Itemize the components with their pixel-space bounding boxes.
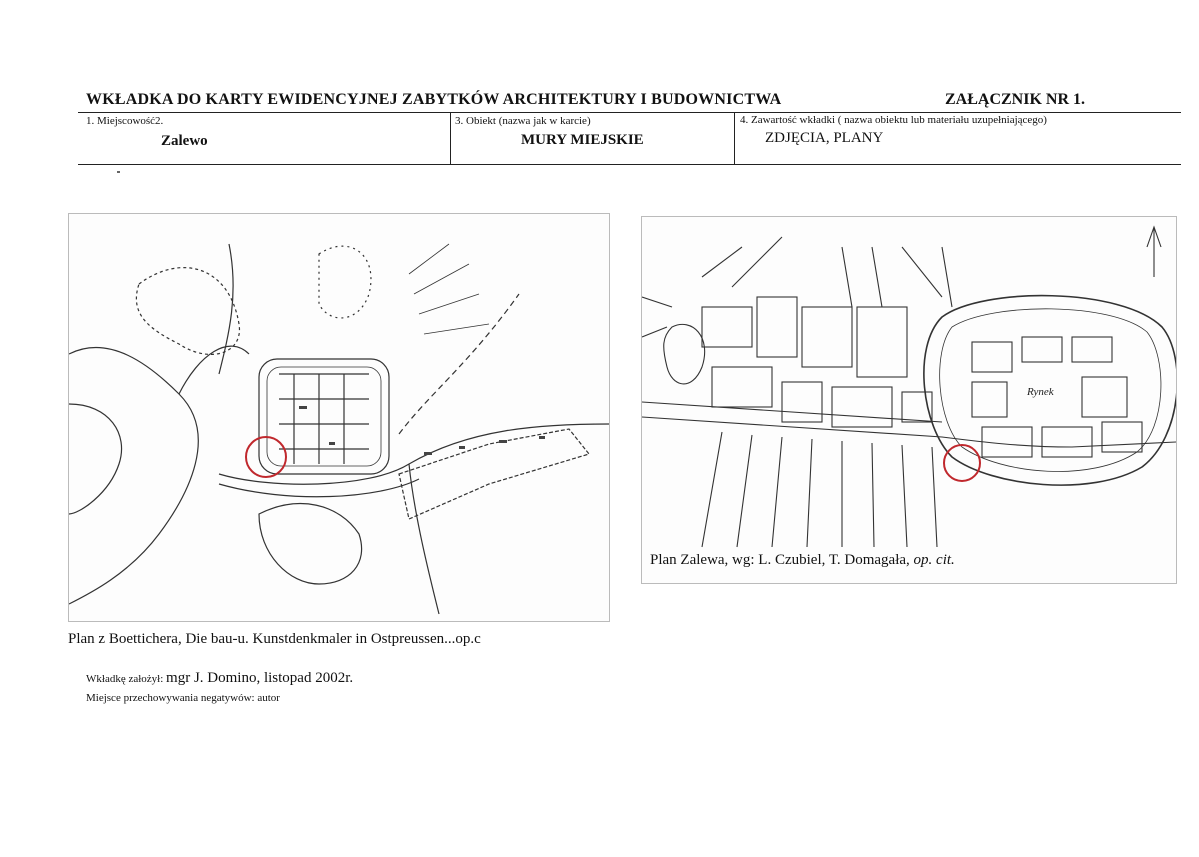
czubiel-plan-caption: Plan Zalewa, wg: L. Czubiel, T. Domagała… bbox=[650, 552, 955, 569]
table-divider-1 bbox=[450, 112, 451, 164]
storage-line: Miejsce przechowywania negatywów: autor bbox=[86, 692, 280, 704]
boetticher-plan-map bbox=[68, 213, 610, 622]
object-label: 3. Obiekt (nazwa jak w karcie) bbox=[455, 115, 591, 127]
boetticher-plan-drawing bbox=[69, 243, 609, 615]
rynek-label: Rynek bbox=[1026, 386, 1055, 398]
czubiel-plan-drawing: Rynek bbox=[642, 225, 1176, 548]
page-title: WKŁADKA DO KARTY EWIDENCYJNEJ ZABYTKÓW A… bbox=[86, 91, 782, 108]
author-value: mgr J. Domino, listopad 2002r. bbox=[166, 670, 354, 686]
annex-number: ZAŁĄCZNIK NR 1. bbox=[945, 91, 1086, 108]
wall-highlight-circle-right bbox=[943, 444, 981, 482]
table-top-rule bbox=[78, 112, 1181, 113]
author-label: Wkładkę założył: bbox=[86, 673, 167, 685]
locality-label: 1. Miejscowość2. bbox=[86, 115, 164, 127]
object-value: MURY MIEJSKIE bbox=[521, 132, 644, 148]
czubiel-caption-italic: op. cit. bbox=[913, 552, 955, 568]
czubiel-plan-map: Rynek bbox=[641, 216, 1177, 584]
czubiel-caption-text: Plan Zalewa, wg: L. Czubiel, T. Domagała… bbox=[650, 552, 914, 568]
table-bottom-rule bbox=[78, 164, 1181, 165]
scan-speck bbox=[117, 171, 120, 173]
wall-highlight-circle bbox=[245, 436, 287, 478]
boetticher-plan-caption: Plan z Boettichera, Die bau-u. Kunstdenk… bbox=[68, 631, 481, 647]
contents-label: 4. Zawartość wkładki ( nazwa obiektu lub… bbox=[740, 114, 1047, 126]
table-divider-2 bbox=[734, 112, 735, 164]
contents-value: ZDJĘCIA, PLANY bbox=[765, 130, 884, 146]
author-line: Wkładkę założył: mgr J. Domino, listopad… bbox=[86, 670, 353, 687]
locality-value: Zalewo bbox=[161, 133, 208, 149]
